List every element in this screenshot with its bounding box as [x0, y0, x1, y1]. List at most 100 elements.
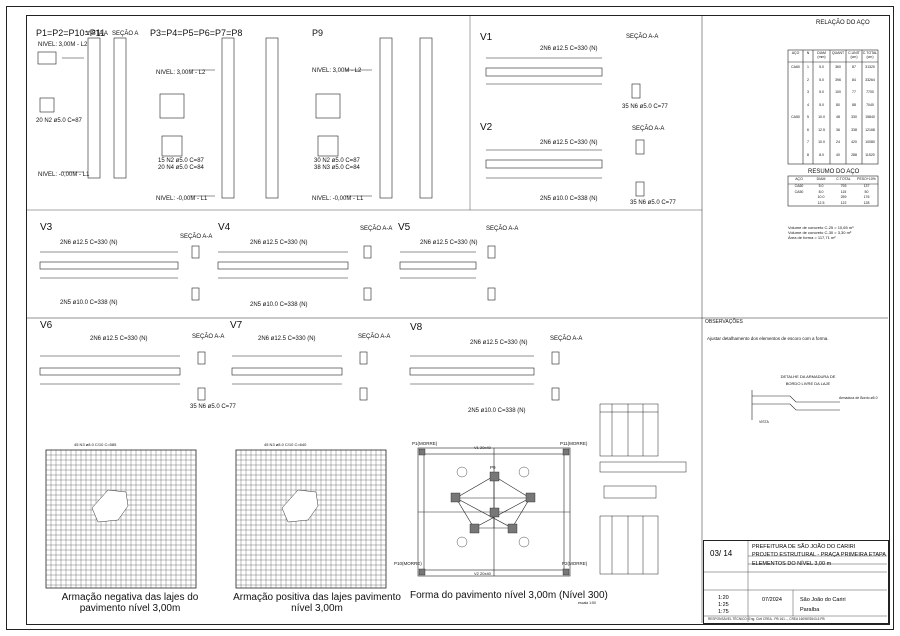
- summary-header-cell: PESO+10%: [857, 177, 876, 181]
- pillar-p10-label: P10(MORRE): [394, 561, 422, 566]
- steel-cell: 8.0: [819, 152, 824, 157]
- beam-v2-dim-label: V2 20x40: [474, 571, 491, 576]
- steel-cell: 100: [835, 90, 841, 95]
- summary-cell: 122: [840, 200, 847, 205]
- sheet-content: ELEMENTOS DO NÍVEL 3,00 m: [752, 561, 832, 567]
- beam-v5-section: SEÇÃO A-A: [486, 226, 519, 232]
- steel-cell: 396: [835, 77, 841, 82]
- steel-cell: 24: [836, 140, 840, 145]
- steel-cell: 7: [807, 140, 809, 145]
- pos-slab-caption: Armação positiva das lajes pavimento nív…: [233, 592, 401, 614]
- detail-title: DETALHE DA ARMADURA DE BORDO LIVRE DA LA…: [780, 374, 836, 386]
- title-block: 03/ 14 PREFEITURA DE SÃO JOÃO DO CARIRI …: [703, 540, 889, 624]
- pillar-group-1-title: P1=P2=P10=P11: [36, 28, 106, 38]
- steel-summary-title: RESUMO DO AÇO: [808, 169, 860, 175]
- steel-cell: CA60: [791, 65, 800, 70]
- steel-header-cell: C.TOTAL (cm): [862, 51, 878, 59]
- detail-note: Armadura de Bordo ø5.0: [839, 396, 878, 400]
- pillar-group-2-title: P3=P4=P5=P6=P7=P8: [150, 28, 243, 38]
- beam-v8-top-rebar: 2N6 ø12.5 C=330 (N): [470, 340, 528, 346]
- summary-cell: 115: [840, 189, 847, 194]
- observations-text: Ajustar detalhamento dos elementos de es…: [707, 336, 829, 341]
- pillar-rebar-4: 30 N2 ø5.0 C=87: [314, 158, 360, 164]
- pos-slab-rebar-label: 45 N3 ø8.0 C/10 C=640: [264, 442, 307, 447]
- pillar-view-label-1: VISTA A: [86, 31, 108, 37]
- beam-v2-title: V2: [480, 122, 493, 133]
- project-name: PROJETO ESTRUTURAL - PRAÇA PRIMEIRA ETAP…: [752, 552, 886, 558]
- summary-cell: CA50: [794, 189, 804, 194]
- steel-cell: 420: [851, 140, 857, 145]
- steel-cell: 4: [807, 102, 809, 107]
- beam-v3-section: SEÇÃO A-A: [180, 234, 213, 240]
- beam-v1-section: SEÇÃO A-A: [626, 34, 659, 40]
- pillar-nivel-bottom-2: NIVEL: -0,00M - L1: [156, 196, 208, 202]
- beam-v1-stirrup: 35 N6 ø5.0 C=77: [622, 104, 668, 110]
- pillar-p1-label: P1(MORRE): [412, 441, 438, 446]
- summary-header-cell: DIAM: [816, 177, 826, 181]
- summary-header-cell: C.TOTAL: [836, 177, 851, 181]
- summary-cell: 5.0: [818, 184, 824, 188]
- state: Paraíba: [800, 607, 820, 613]
- outer-border: [6, 6, 894, 630]
- steel-cell: 48: [836, 115, 840, 120]
- steel-cell: 11520: [865, 152, 875, 157]
- steel-cell: 5.0: [819, 65, 824, 70]
- technical-footer: RESPONSÁVEL TÉCNICO: Eng. Civil CREA - P…: [708, 617, 825, 621]
- pillar-p11-label: P11(MORRE): [560, 441, 588, 446]
- steel-cell: 80: [836, 102, 840, 107]
- steel-header-cell: AÇO: [791, 51, 800, 55]
- beam-v3-top-rebar: 2N6 ø12.5 C=330 (N): [60, 240, 118, 246]
- summary-cell: 176: [863, 195, 870, 199]
- steel-cell: 7700: [866, 90, 874, 95]
- pillar-rebar-3: 20 N4 ø5.0 C=84: [158, 165, 204, 171]
- steel-header-cell: DIAM (mm): [817, 51, 826, 59]
- beam-v2-stirrup: 35 N6 ø5.0 C=77: [630, 200, 676, 206]
- form-scale-note: escala 1:50: [578, 601, 596, 605]
- beam-v2-section: SEÇÃO A-A: [632, 126, 665, 132]
- steel-cell: 338: [851, 127, 857, 132]
- summary-cell: 10.0: [817, 195, 825, 199]
- pillar-nivel-top-3: NIVEL: 3,00M - L2: [312, 68, 362, 74]
- beam-v1-dim-label: V1 20x40: [474, 445, 491, 450]
- form-area-note: Área de forma = 117,71 m²: [788, 235, 836, 240]
- scale-2: 1:25: [718, 602, 729, 608]
- steel-cell: 330: [851, 115, 857, 120]
- detail-vista: VISTA: [759, 420, 769, 424]
- beam-v3-bottom-rebar: 2N5 ø10.0 C=338 (N): [60, 300, 118, 306]
- steel-cell: 7040: [866, 102, 874, 107]
- beam-v7-section: SEÇÃO A-A: [358, 334, 391, 340]
- observations-title: OBSERVAÇÕES: [705, 319, 743, 325]
- date: 07/2024: [762, 597, 782, 603]
- beam-v8-section: SEÇÃO A-A: [550, 336, 583, 342]
- beam-v6-top-rebar: 2N6 ø12.5 C=330 (N): [90, 336, 148, 342]
- summary-cell: [788, 201, 810, 207]
- city: São João do Cariri: [800, 597, 846, 603]
- summary-cell: 12.5: [817, 200, 825, 205]
- summary-cell: 50: [864, 189, 869, 194]
- beam-v2-top-rebar: 2N6 ø12.5 C=330 (N): [540, 140, 598, 146]
- steel-cell: 88: [852, 102, 856, 107]
- steel-cell: 288: [851, 152, 857, 157]
- steel-cell: 1: [807, 65, 809, 70]
- pillar-group-3-title: P9: [312, 28, 324, 38]
- drawing-frame: [26, 15, 890, 625]
- neg-slab-caption: Armação negativa das lajes do pavimento …: [61, 592, 199, 614]
- steel-cell: 5: [807, 115, 809, 120]
- beam-v7-title: V7: [230, 320, 243, 331]
- steel-cell: 5.0: [819, 77, 824, 82]
- summary-cell: 259: [840, 195, 847, 199]
- steel-table-title: RELAÇÃO DO AÇO: [816, 20, 870, 26]
